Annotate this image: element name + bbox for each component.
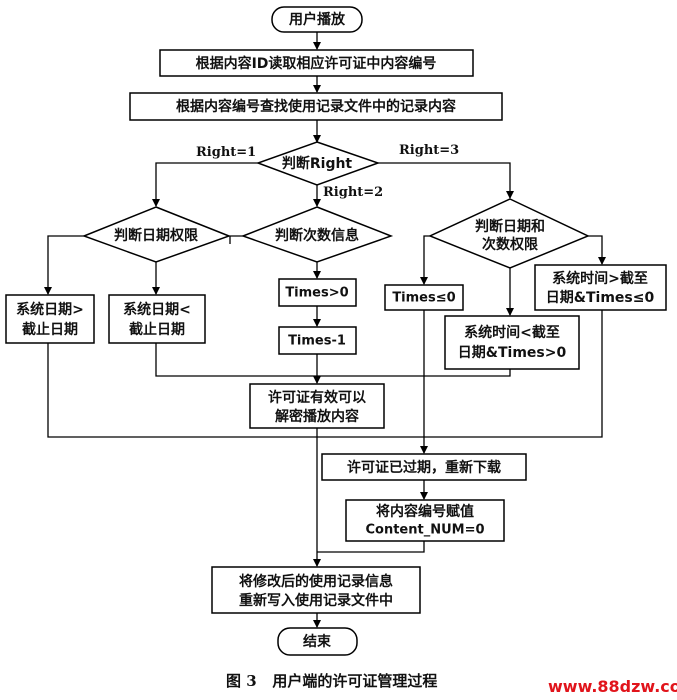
node-license-valid-label-2: 解密播放内容	[275, 408, 359, 425]
node-times-minus-label: Times-1	[288, 334, 346, 349]
decision-judge-count-label: 判断次数信息	[275, 227, 359, 244]
node-assign-label-2: Content_NUM=0	[365, 523, 484, 538]
node-both-expired-label-2: 日期&Times≤0	[546, 290, 655, 306]
node-date-gt-label-1: 系统日期>	[16, 301, 84, 318]
node-times-le0: Times≤0	[384, 284, 464, 311]
node-both-valid-label-1: 系统时间<截至	[464, 324, 560, 341]
node-date-gt-label-2: 截止日期	[22, 321, 78, 338]
node-start-label: 用户播放	[289, 11, 346, 28]
node-date-lt: 系统日期< 截止日期	[108, 294, 206, 344]
node-start: 用户播放	[271, 6, 363, 33]
node-times-gt0: Times>0	[278, 278, 357, 307]
node-end: 结束	[277, 627, 358, 656]
decision-judge-date: 判断日期权限	[81, 206, 232, 263]
node-license-valid: 许可证有效可以 解密播放内容	[249, 383, 385, 429]
node-times-gt0-label: Times>0	[285, 286, 348, 301]
decision-judge-date-label: 判断日期权限	[114, 227, 198, 244]
node-both-valid-label-2: 日期&Times>0	[458, 345, 567, 361]
figure-caption: 图 3 用户端的许可证管理过程	[226, 672, 437, 690]
node-times-le0-label: Times≤0	[392, 291, 455, 306]
node-lookup-label: 根据内容编号查找使用记录文件中的记录内容	[176, 98, 456, 115]
node-end-label: 结束	[303, 633, 332, 650]
node-license-valid-label-1: 许可证有效可以	[268, 389, 366, 406]
watermark-text: www.88dzw.com	[548, 677, 677, 696]
decision-judge-right: 判断Right	[255, 141, 381, 186]
connectors	[44, 31, 606, 628]
node-date-lt-label-2: 截止日期	[129, 321, 185, 338]
node-both-valid: 系统时间<截至 日期&Times>0	[444, 315, 580, 370]
node-license-expired-label: 许可证已过期，重新下载	[347, 459, 501, 476]
edge-label-right2: Right=2	[323, 185, 383, 200]
node-read-id: 根据内容ID读取相应许可证中内容编号	[159, 49, 474, 77]
decision-judge-right-label: 判断Right	[282, 155, 353, 172]
node-read-id-label: 根据内容ID读取相应许可证中内容编号	[196, 55, 437, 72]
node-lookup: 根据内容编号查找使用记录文件中的记录内容	[129, 92, 503, 121]
node-assign-label-1: 将内容编号赋值	[376, 503, 474, 520]
decision-judge-both: 判断日期和 次数权限	[428, 198, 590, 269]
decision-judge-both-label-2: 次数权限	[482, 236, 538, 253]
node-both-expired-label-1: 系统时间>截至	[552, 270, 648, 287]
decision-judge-both-label-1: 判断日期和	[475, 218, 545, 235]
node-date-lt-label-1: 系统日期<	[123, 301, 191, 318]
node-rewrite-record: 将修改后的使用记录信息 重新写入使用记录文件中	[211, 566, 421, 614]
edge-label-right1: Right=1	[196, 145, 256, 160]
node-license-expired: 许可证已过期，重新下载	[321, 453, 527, 481]
node-rewrite-label-1: 将修改后的使用记录信息	[239, 573, 393, 590]
node-assign-content-num: 将内容编号赋值 Content_NUM=0	[345, 499, 505, 542]
node-times-minus: Times-1	[278, 326, 357, 355]
decision-judge-count: 判断次数信息	[240, 206, 394, 263]
node-date-gt: 系统日期> 截止日期	[5, 294, 95, 344]
node-rewrite-label-2: 重新写入使用记录文件中	[239, 592, 393, 609]
node-both-expired: 系统时间>截至 日期&Times≤0	[534, 264, 667, 311]
edge-label-right3: Right=3	[399, 143, 459, 158]
